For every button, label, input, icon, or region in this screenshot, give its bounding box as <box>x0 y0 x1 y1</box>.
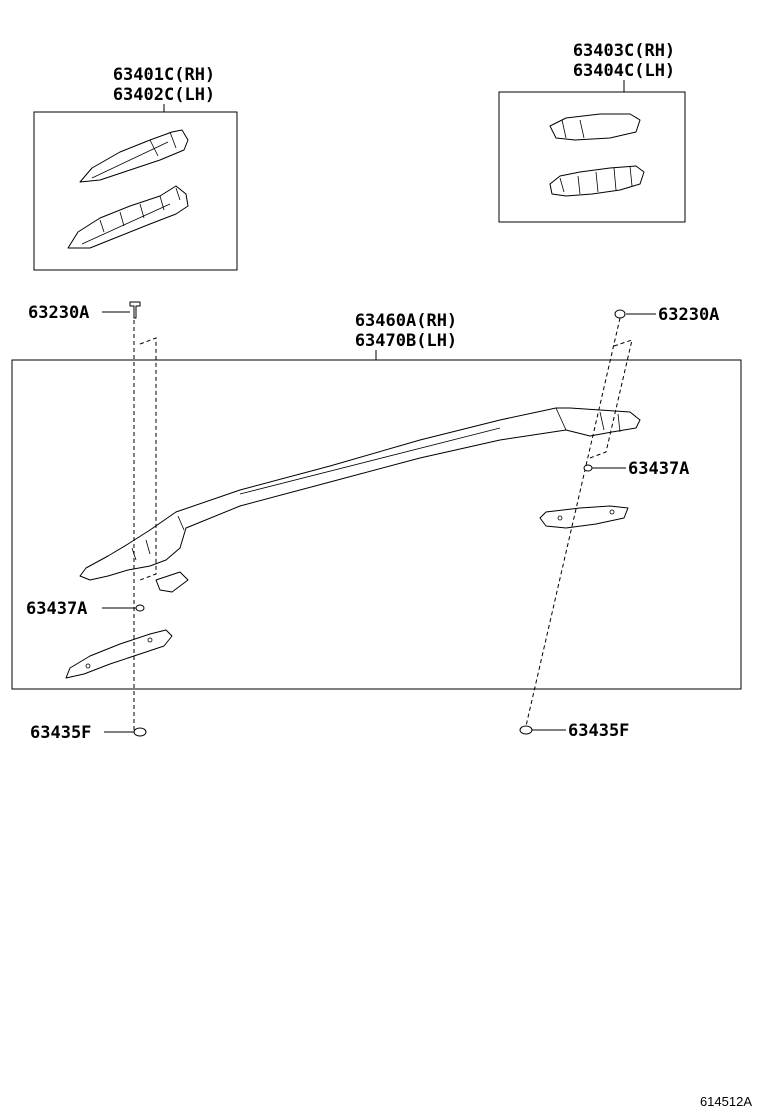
label-63435f-right[interactable]: 63435F <box>568 721 629 741</box>
left-nut-group: 63435F <box>30 723 147 743</box>
front-cover-upper-detail <box>91 131 177 179</box>
label-63404c-lh[interactable]: 63404C(LH) <box>573 61 675 81</box>
label-63401c-rh[interactable]: 63401C(RH) <box>113 65 215 85</box>
roof-rail[interactable] <box>79 407 641 581</box>
rear-base-gasket[interactable] <box>539 505 629 529</box>
label-63435f-left[interactable]: 63435F <box>30 723 91 743</box>
label-63437a-right[interactable]: 63437A <box>628 459 689 479</box>
right-washer[interactable] <box>583 464 593 472</box>
right-nut[interactable] <box>519 725 533 735</box>
rear-end-cover-group: 63403C(RH) 63404C(LH) <box>498 41 686 223</box>
label-63460a-rh[interactable]: 63460A(RH) <box>355 311 457 331</box>
diagram-reference-number: 614512A <box>700 1094 752 1109</box>
front-leg-clip[interactable] <box>155 571 189 593</box>
front-base-gasket[interactable] <box>65 629 173 679</box>
right-screw-group: 63230A <box>614 305 719 325</box>
left-assembly-dashline <box>133 320 157 730</box>
front-cover-base-detail <box>81 187 181 245</box>
rear-cover-base-detail <box>559 165 633 195</box>
label-63403c-rh[interactable]: 63403C(RH) <box>573 41 675 61</box>
label-63230a-right[interactable]: 63230A <box>658 305 719 325</box>
roof-rail-leg-detail <box>131 411 621 561</box>
roof-rail-detail <box>177 407 567 531</box>
rear-cover-upper-detail <box>561 119 585 139</box>
label-63470b-lh[interactable]: 63470B(LH) <box>355 331 457 351</box>
left-washer-group: 63437A <box>26 599 145 619</box>
rail-box <box>11 359 742 690</box>
label-63402c-lh[interactable]: 63402C(LH) <box>113 85 215 105</box>
rear-cover-box <box>498 91 686 223</box>
right-screw[interactable] <box>614 309 626 319</box>
front-cover-base-part[interactable] <box>67 185 189 249</box>
rear-cover-upper-part[interactable] <box>549 113 641 141</box>
left-screw-group: 63230A <box>28 301 141 323</box>
left-nut[interactable] <box>133 727 147 737</box>
left-washer[interactable] <box>135 604 145 612</box>
front-cover-upper-part[interactable] <box>79 129 189 183</box>
roof-rail-group: 63460A(RH) 63470B(LH) <box>11 311 742 730</box>
label-63437a-left[interactable]: 63437A <box>26 599 87 619</box>
right-washer-group: 63437A <box>583 459 689 479</box>
right-assembly-dashline <box>525 317 633 727</box>
right-nut-group: 63435F <box>519 721 629 741</box>
left-screw[interactable] <box>129 301 141 319</box>
label-63230a-left[interactable]: 63230A <box>28 303 89 323</box>
front-end-cover-group: 63401C(RH) 63402C(LH) <box>33 65 238 271</box>
front-cover-box <box>33 111 238 271</box>
